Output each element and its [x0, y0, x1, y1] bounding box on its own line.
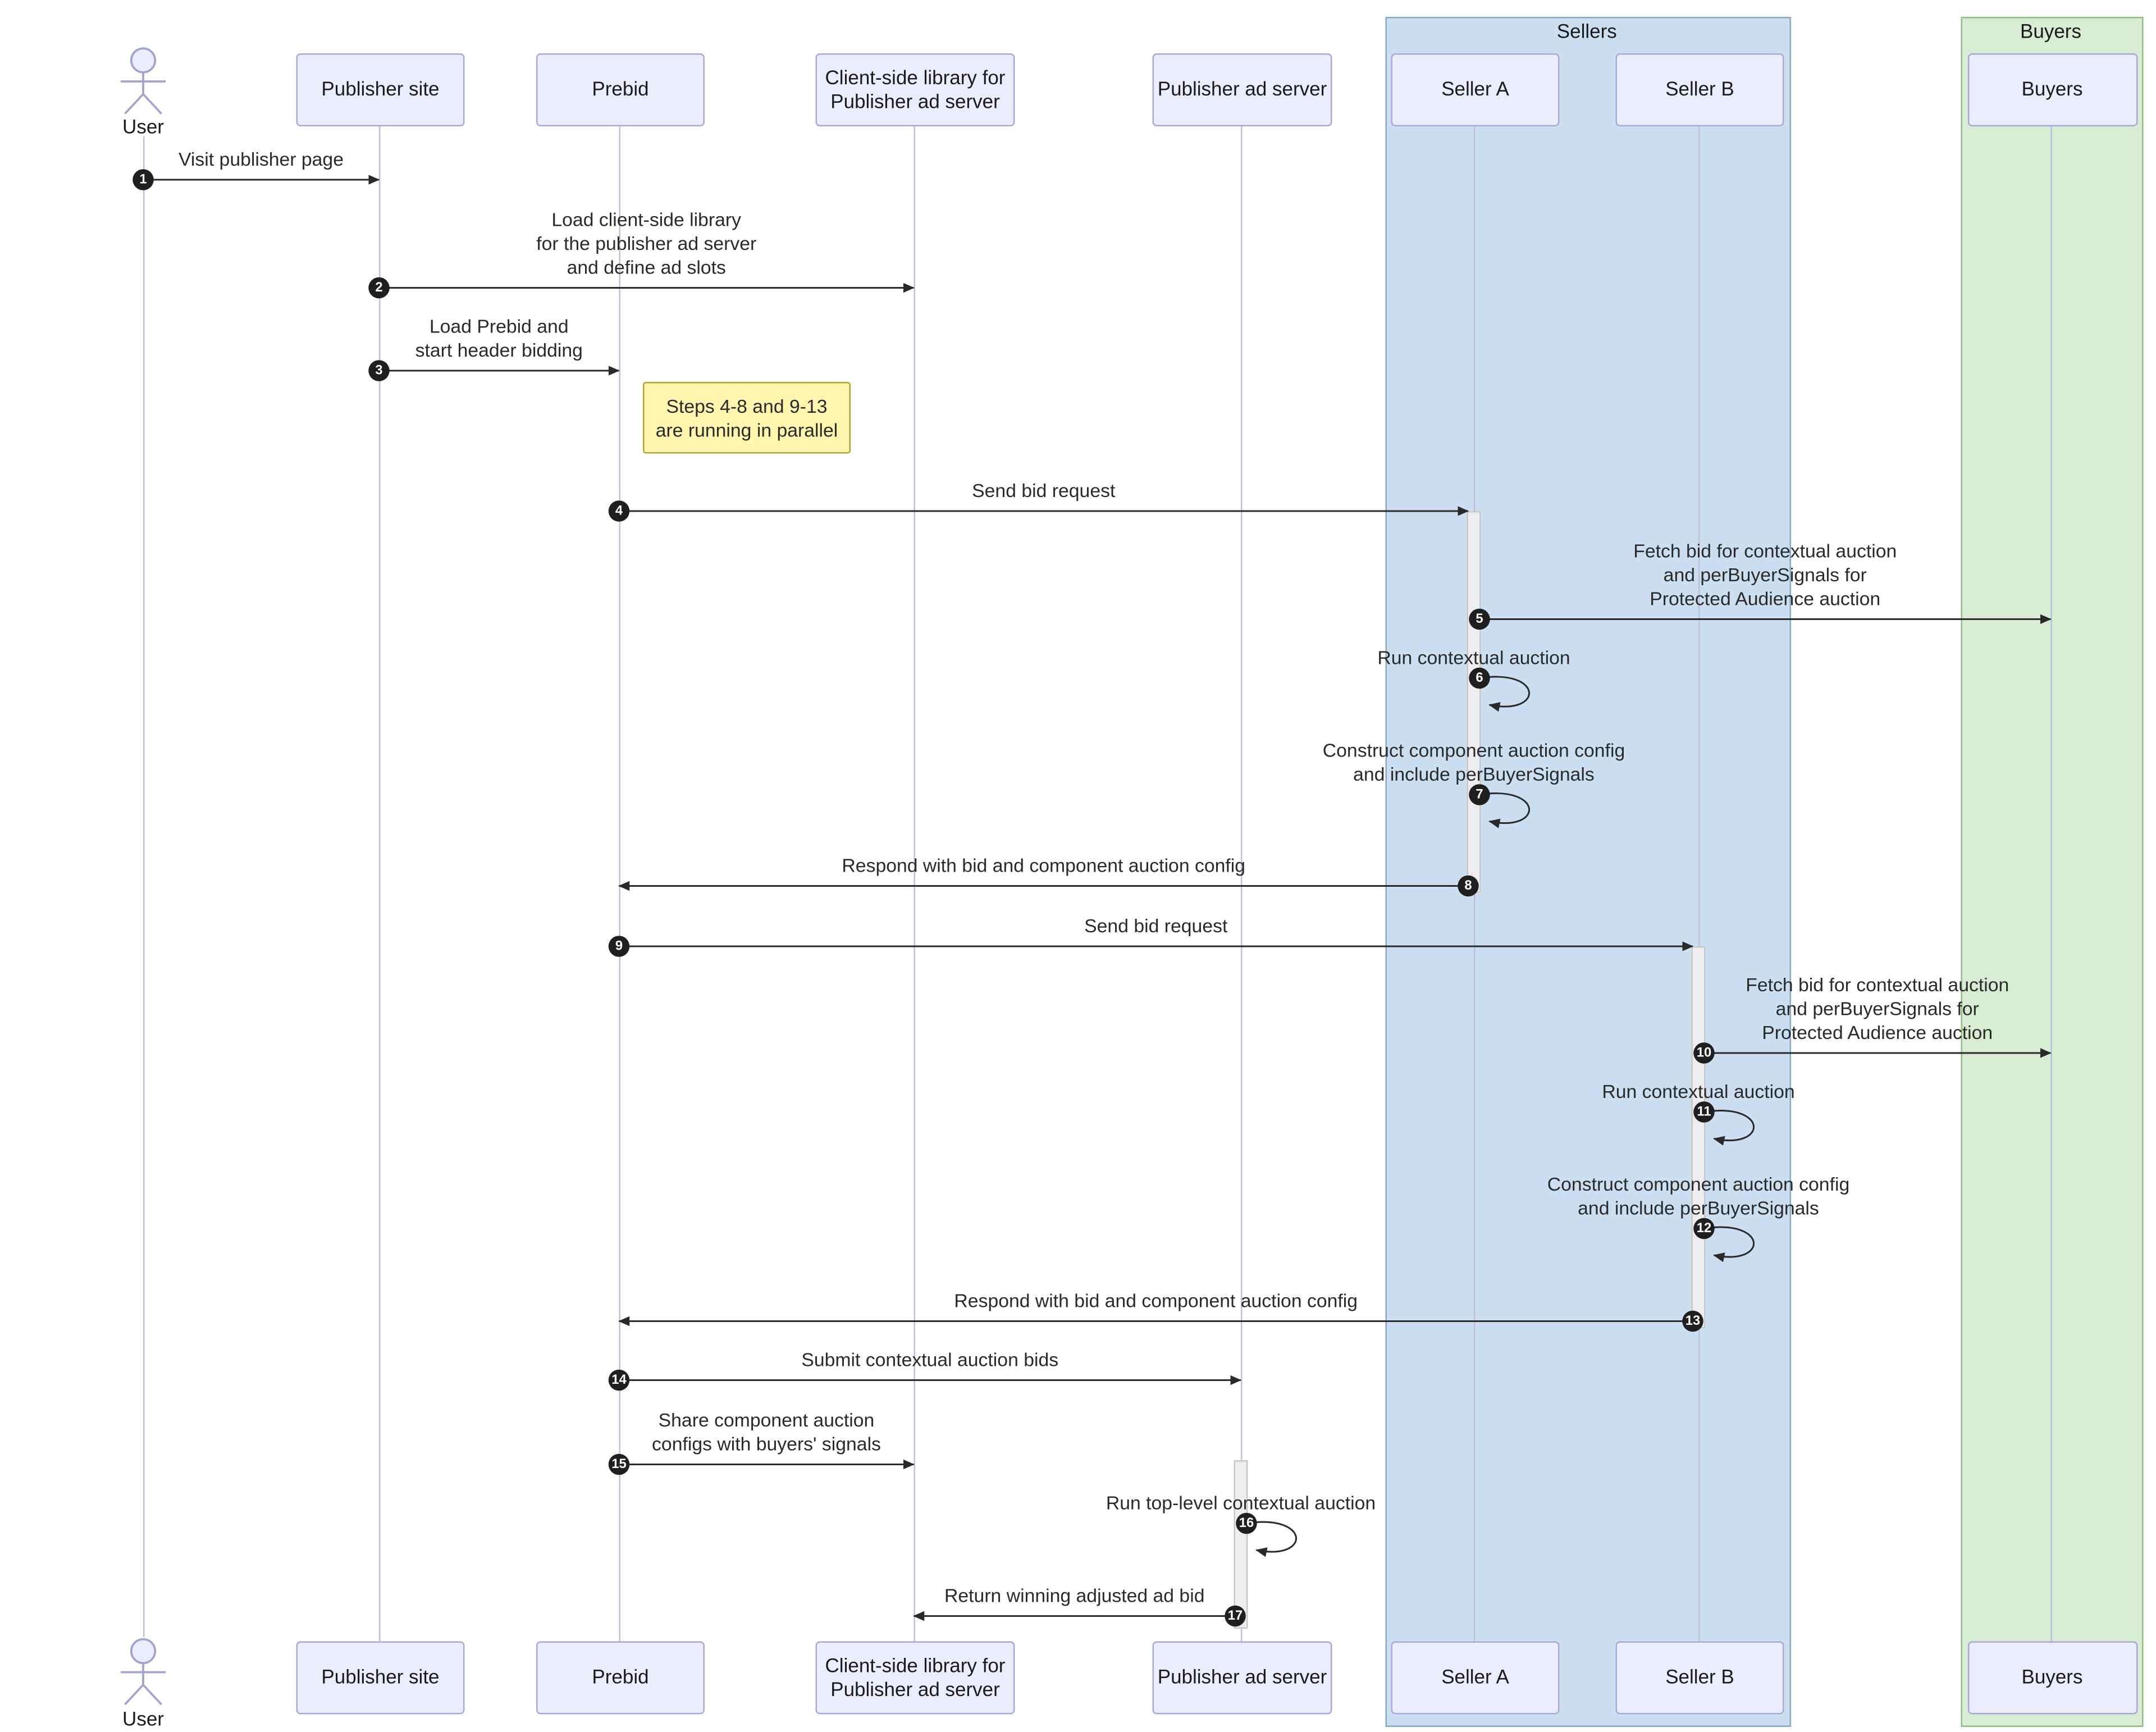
message-text-9: Send bid request: [1084, 915, 1228, 937]
message-text-2: Load client-side library for the publish…: [536, 209, 757, 279]
group-label-buyers: Buyers: [2020, 20, 2081, 42]
sequence-number-11: 11: [1693, 1101, 1715, 1123]
participant-client-lib-top: Client-side library for Publisher ad ser…: [815, 53, 1015, 126]
self-message-arrow-12: [1703, 1226, 1755, 1262]
sequence-number-12: 12: [1693, 1218, 1715, 1239]
actor-label-top: User: [122, 115, 164, 138]
activation-seller-a: [1467, 511, 1481, 893]
sequence-number-7: 7: [1469, 784, 1490, 805]
sequence-number-8: 8: [1458, 875, 1479, 897]
participant-seller-b-bottom: Seller B: [1615, 1641, 1784, 1715]
participant-buyers-top: Buyers: [1967, 53, 2137, 126]
message-text-16: Run top-level contextual auction: [1106, 1492, 1376, 1514]
group-buyers: [1961, 17, 2144, 1727]
lifeline-buyers: [2050, 124, 2052, 1642]
message-text-8: Respond with bid and component auction c…: [842, 855, 1246, 877]
participant-client-lib-bottom: Client-side library for Publisher ad ser…: [815, 1641, 1015, 1715]
message-text-13: Respond with bid and component auction c…: [954, 1290, 1358, 1312]
sequence-number-1: 1: [133, 169, 154, 190]
user-actor-icon-bottom: [121, 1638, 166, 1706]
message-text-4: Send bid request: [972, 480, 1116, 502]
sequence-number-14: 14: [608, 1369, 630, 1391]
sequence-number-15: 15: [608, 1453, 630, 1475]
sequence-number-16: 16: [1236, 1512, 1257, 1534]
participant-ad-server-top: Publisher ad server: [1152, 53, 1332, 126]
participant-publisher-site-top: Publisher site: [296, 53, 465, 126]
activation-ad-server: [1234, 1460, 1248, 1629]
lifeline-ad-server: [1241, 124, 1243, 1642]
participant-seller-b-top: Seller B: [1615, 53, 1784, 126]
lifeline-client-lib: [913, 124, 915, 1642]
self-message-arrow-7: [1479, 792, 1530, 828]
parallel-note: Steps 4-8 and 9-13 are running in parall…: [643, 382, 851, 454]
self-message-arrow-16: [1246, 1521, 1297, 1557]
sequence-number-17: 17: [1225, 1605, 1246, 1627]
self-message-arrow-6: [1479, 676, 1530, 712]
participant-publisher-site-bottom: Publisher site: [296, 1641, 465, 1715]
sequence-number-10: 10: [1693, 1042, 1715, 1064]
message-text-11: Run contextual auction: [1602, 1081, 1795, 1102]
sequence-number-2: 2: [368, 277, 390, 299]
group-label-sellers: Sellers: [1556, 20, 1617, 42]
message-text-5: Fetch bid for contextual auction and per…: [1633, 540, 1897, 610]
message-text-6: Run contextual auction: [1377, 647, 1570, 669]
message-text-7: Construct component auction config and i…: [1322, 740, 1625, 785]
message-text-15: Share component auction configs with buy…: [652, 1410, 881, 1455]
sequence-number-13: 13: [1682, 1310, 1703, 1332]
sequence-number-5: 5: [1469, 608, 1490, 630]
sequence-number-6: 6: [1469, 667, 1490, 689]
participant-seller-a-bottom: Seller A: [1391, 1641, 1560, 1715]
message-text-17: Return winning adjusted ad bid: [944, 1585, 1205, 1607]
lifeline-seller-b: [1698, 124, 1700, 1642]
activation-seller-b: [1691, 946, 1706, 1328]
sequence-number-3: 3: [368, 360, 390, 381]
lifeline-user: [143, 136, 145, 1637]
group-sellers: [1385, 17, 1791, 1727]
actor-label-bottom: User: [122, 1707, 164, 1730]
participant-buyers-bottom: Buyers: [1967, 1641, 2137, 1715]
message-text-1: Visit publisher page: [179, 149, 344, 170]
message-text-14: Submit contextual auction bids: [801, 1349, 1059, 1371]
participant-seller-a-top: Seller A: [1391, 53, 1560, 126]
lifeline-publisher-site: [379, 124, 381, 1642]
participant-prebid-bottom: Prebid: [536, 1641, 705, 1715]
message-text-3: Load Prebid and start header bidding: [415, 316, 583, 361]
self-message-arrow-11: [1703, 1110, 1755, 1146]
participant-prebid-top: Prebid: [536, 53, 705, 126]
message-text-12: Construct component auction config and i…: [1547, 1174, 1850, 1219]
sequence-number-4: 4: [608, 500, 630, 522]
sequence-number-9: 9: [608, 936, 630, 957]
user-actor-icon-top: [121, 47, 166, 115]
message-text-10: Fetch bid for contextual auction and per…: [1746, 974, 2009, 1043]
participant-ad-server-bottom: Publisher ad server: [1152, 1641, 1332, 1715]
